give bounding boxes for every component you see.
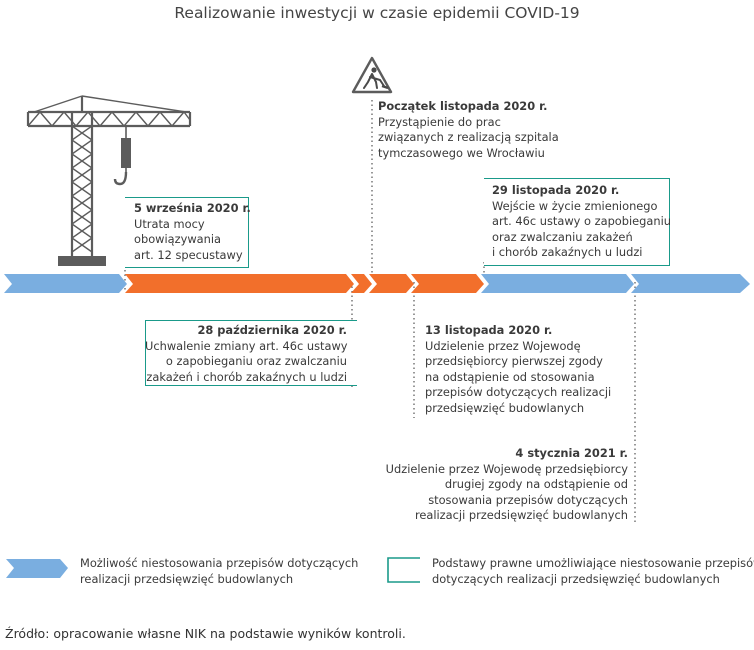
- event-date: 28 października 2020 r.: [197, 323, 347, 337]
- source-note: Źródło: opracowanie własne NIK na podsta…: [5, 626, 406, 641]
- timeline-segment-blue-1: [4, 274, 127, 293]
- timeline-segment-orange-3: [369, 274, 414, 293]
- timeline-segment-blue-2: [481, 274, 634, 293]
- timeline-segment-orange-4: [411, 274, 484, 293]
- tower-crane-icon: [26, 95, 192, 258]
- diagram-title: Realizowanie inwestycji w czasie epidemi…: [174, 4, 580, 22]
- crane-base: [58, 256, 106, 266]
- event-29-listopada: 29 listopada 2020 r. Wejście w życie zmi…: [492, 183, 671, 259]
- timeline-segment-orange-2: [351, 274, 372, 293]
- event-box-5-wrzesnia: [125, 197, 249, 268]
- legend-blue-label: Możliwość niestosowania przepisów dotycz…: [80, 556, 359, 586]
- event-date: 4 stycznia 2021 r.: [515, 446, 628, 460]
- legend-teal-bracket: [387, 557, 420, 583]
- event-4-stycznia: 4 stycznia 2021 r. Udzielenie przez Woje…: [380, 446, 628, 524]
- event-13-listopada: 13 listopada 2020 r. Udzielenie przez Wo…: [425, 323, 612, 415]
- event-5-wrzesnia: 5 września 2020 r. Utrata mocy obowiązyw…: [134, 201, 251, 262]
- timeline-bar: [4, 274, 750, 293]
- timeline-segment-blue-3: [631, 274, 750, 293]
- event-box-28-pazdziernika: [145, 320, 357, 386]
- event-date: 29 listopada 2020 r.: [492, 183, 620, 197]
- event-poczatek-listopada: Początek listopada 2020 r. Przystąpienie…: [378, 99, 559, 160]
- event-date: Początek listopada 2020 r.: [378, 99, 548, 113]
- event-date: 5 września 2020 r.: [134, 201, 251, 215]
- event-box-29-listopada: [484, 178, 670, 266]
- road-work-sign-icon: [351, 56, 393, 94]
- timeline-segment-orange-1: [125, 274, 354, 293]
- event-28-pazdziernika: 28 października 2020 r. Uchwalenie zmian…: [145, 323, 348, 384]
- legend-teal-label: Podstawy prawne umożliwiające niestosowa…: [432, 556, 754, 586]
- event-date: 13 listopada 2020 r.: [425, 323, 553, 337]
- legend-blue-arrow: [6, 559, 68, 578]
